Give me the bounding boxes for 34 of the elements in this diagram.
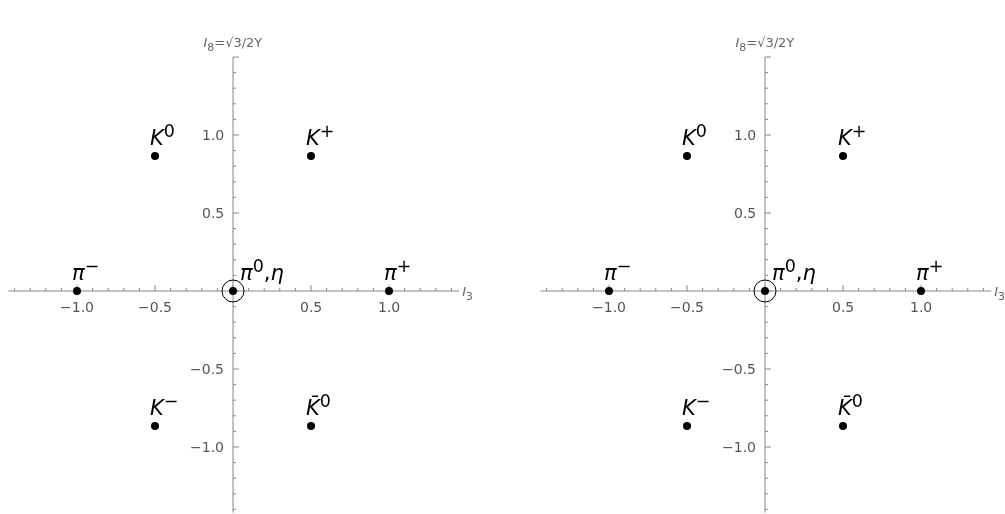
axis-title: I$_{3}$ bbox=[994, 284, 1005, 302]
axis-title: I$_{8}$=√3/2Y bbox=[203, 36, 263, 54]
axis-title: I$_{8}$=√3/2Y bbox=[735, 36, 795, 54]
tick-label: −0.5 bbox=[722, 362, 756, 376]
tick-label: −1.0 bbox=[190, 440, 224, 454]
point-label: π$^{−}$ bbox=[604, 258, 632, 284]
axis-title: I$_{3}$ bbox=[462, 284, 473, 302]
tick-label: −1.0 bbox=[60, 300, 94, 314]
tick-label: −1.0 bbox=[592, 300, 626, 314]
point-label: K$^{+}$ bbox=[306, 122, 335, 149]
point-label: K$^{0}$ bbox=[150, 122, 175, 149]
point-label: K$^{0}$ bbox=[682, 122, 707, 149]
point-label: π$^{0}$,η bbox=[240, 258, 284, 284]
point-label: π$^{+}$ bbox=[916, 258, 944, 284]
tick-label: 1.0 bbox=[202, 128, 225, 142]
point-label: K̄$^{0}$ bbox=[306, 393, 331, 420]
tick-label: −1.0 bbox=[722, 440, 756, 454]
point-label: π$^{0}$,η bbox=[772, 258, 816, 284]
point-label: K$^{+}$ bbox=[838, 122, 867, 149]
tick-label: 1.0 bbox=[910, 300, 933, 314]
point-label: K̄$^{0}$ bbox=[838, 393, 863, 420]
tick-label: 0.5 bbox=[832, 300, 855, 314]
point-label: K$^{−}$ bbox=[682, 393, 711, 420]
point-label: π$^{+}$ bbox=[384, 258, 412, 284]
tick-label: −0.5 bbox=[190, 362, 224, 376]
tick-label: −0.5 bbox=[670, 300, 704, 314]
tick-label: 1.0 bbox=[734, 128, 757, 142]
tick-label: 0.5 bbox=[734, 206, 757, 220]
tick-label: −0.5 bbox=[138, 300, 172, 314]
tick-label: 1.0 bbox=[378, 300, 401, 314]
point-label: π$^{−}$ bbox=[72, 258, 100, 284]
tick-label: 0.5 bbox=[202, 206, 225, 220]
point-label: K$^{−}$ bbox=[150, 393, 179, 420]
tick-label: 0.5 bbox=[300, 300, 323, 314]
